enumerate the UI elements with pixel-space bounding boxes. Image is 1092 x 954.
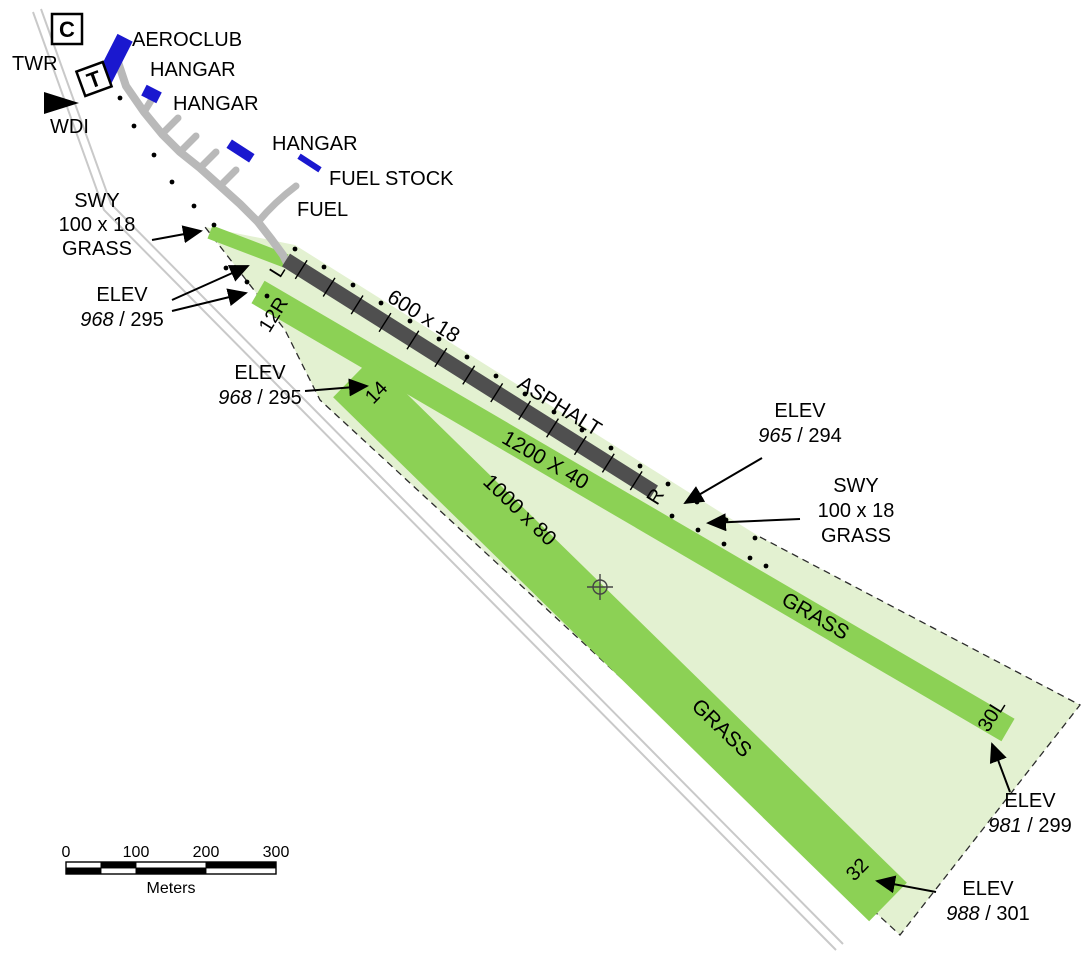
elev-thr-32: ELEV 988 / 301: [946, 878, 1029, 925]
scale-bar: 0 100 200 300 Meters: [62, 844, 290, 897]
svg-text:300: 300: [263, 844, 290, 861]
perimeter-road: [32, 8, 844, 951]
airfield-boundary-fill: [205, 227, 1080, 935]
svg-text:GRASS: GRASS: [821, 525, 891, 547]
svg-text:ELEV: ELEV: [774, 400, 826, 422]
wdi-label: WDI: [50, 116, 89, 138]
taxiway-main: [112, 52, 291, 267]
taxiway-system: [112, 52, 300, 267]
fuel-stock-building: [297, 153, 322, 173]
hangar-2-label: HANGAR: [173, 93, 259, 115]
elev-thr-14: ELEV 968 / 295: [218, 362, 301, 409]
svg-text:968 / 295: 968 / 295: [80, 309, 163, 331]
annotation-arrows: [151, 225, 1011, 894]
hangar-3-label: HANGAR: [272, 133, 358, 155]
arrow-swy-right: [706, 513, 801, 532]
arrow-swy-left: [151, 225, 203, 244]
landing-t-box: T: [74, 60, 114, 98]
wind-direction-indicator-icon: [44, 92, 79, 114]
hangar-2-building: [141, 84, 162, 104]
svg-text:968 / 295: 968 / 295: [218, 387, 301, 409]
boundary-marker-dots: [117, 95, 769, 569]
arrow-elev-14: [304, 378, 369, 397]
svg-text:981 / 299: 981 / 299: [988, 815, 1071, 837]
hangar-3-building: [226, 139, 255, 163]
svg-text:0: 0: [62, 844, 71, 861]
svg-text:GRASS: GRASS: [62, 238, 132, 260]
arrow-elev-12l-a: [171, 265, 250, 301]
fuel-stock-label: FUEL STOCK: [329, 168, 454, 190]
elev-thr-12l: ELEV 968 / 295: [80, 284, 163, 331]
runway-asphalt-strip: [282, 253, 658, 499]
taxiway-fuel-branch: [254, 182, 300, 226]
runway-grass-cross-strip: [333, 358, 907, 922]
stopway-right-label: SWY 100 x 18 GRASS: [818, 475, 895, 547]
svg-text:200: 200: [193, 844, 220, 861]
svg-text:ELEV: ELEV: [1004, 790, 1056, 812]
tower-label: TWR: [12, 53, 58, 75]
aeroclub-label: AEROCLUB: [132, 29, 242, 51]
svg-text:ELEV: ELEV: [96, 284, 148, 306]
elev-thr-30l: ELEV 981 / 299: [988, 790, 1071, 837]
stopway-left-strip: [207, 225, 289, 268]
svg-text:SWY: SWY: [833, 475, 879, 497]
runway-grass-main-strip: [251, 280, 1015, 742]
stopway-left-label: SWY 100 x 18 GRASS: [59, 190, 136, 260]
svg-text:100 x 18: 100 x 18: [818, 500, 895, 522]
signal-area-letter: C: [59, 17, 75, 42]
taxiway-stands: [140, 95, 240, 190]
svg-text:ELEV: ELEV: [962, 878, 1014, 900]
svg-text:100: 100: [123, 844, 150, 861]
arrow-elev-30l: [989, 742, 1011, 793]
arrow-elev-32: [875, 875, 937, 894]
scale-unit-label: Meters: [147, 880, 196, 897]
aeroclub-hangar-label: HANGAR: [150, 59, 236, 81]
arp-symbol: [587, 574, 613, 600]
arrow-elev-12l-b: [171, 288, 248, 312]
arrow-elev-30r: [683, 457, 763, 505]
fuel-label: FUEL: [297, 199, 348, 221]
svg-text:965 / 294: 965 / 294: [758, 425, 841, 447]
svg-text:ELEV: ELEV: [234, 362, 286, 384]
elev-thr-30r: ELEV 965 / 294: [758, 400, 841, 447]
svg-text:988 / 301: 988 / 301: [946, 903, 1029, 925]
svg-text:100 x 18: 100 x 18: [59, 214, 136, 236]
runway-asphalt-ticks: [294, 259, 643, 491]
signal-area-box: C: [50, 12, 84, 46]
svg-text:SWY: SWY: [74, 190, 120, 212]
